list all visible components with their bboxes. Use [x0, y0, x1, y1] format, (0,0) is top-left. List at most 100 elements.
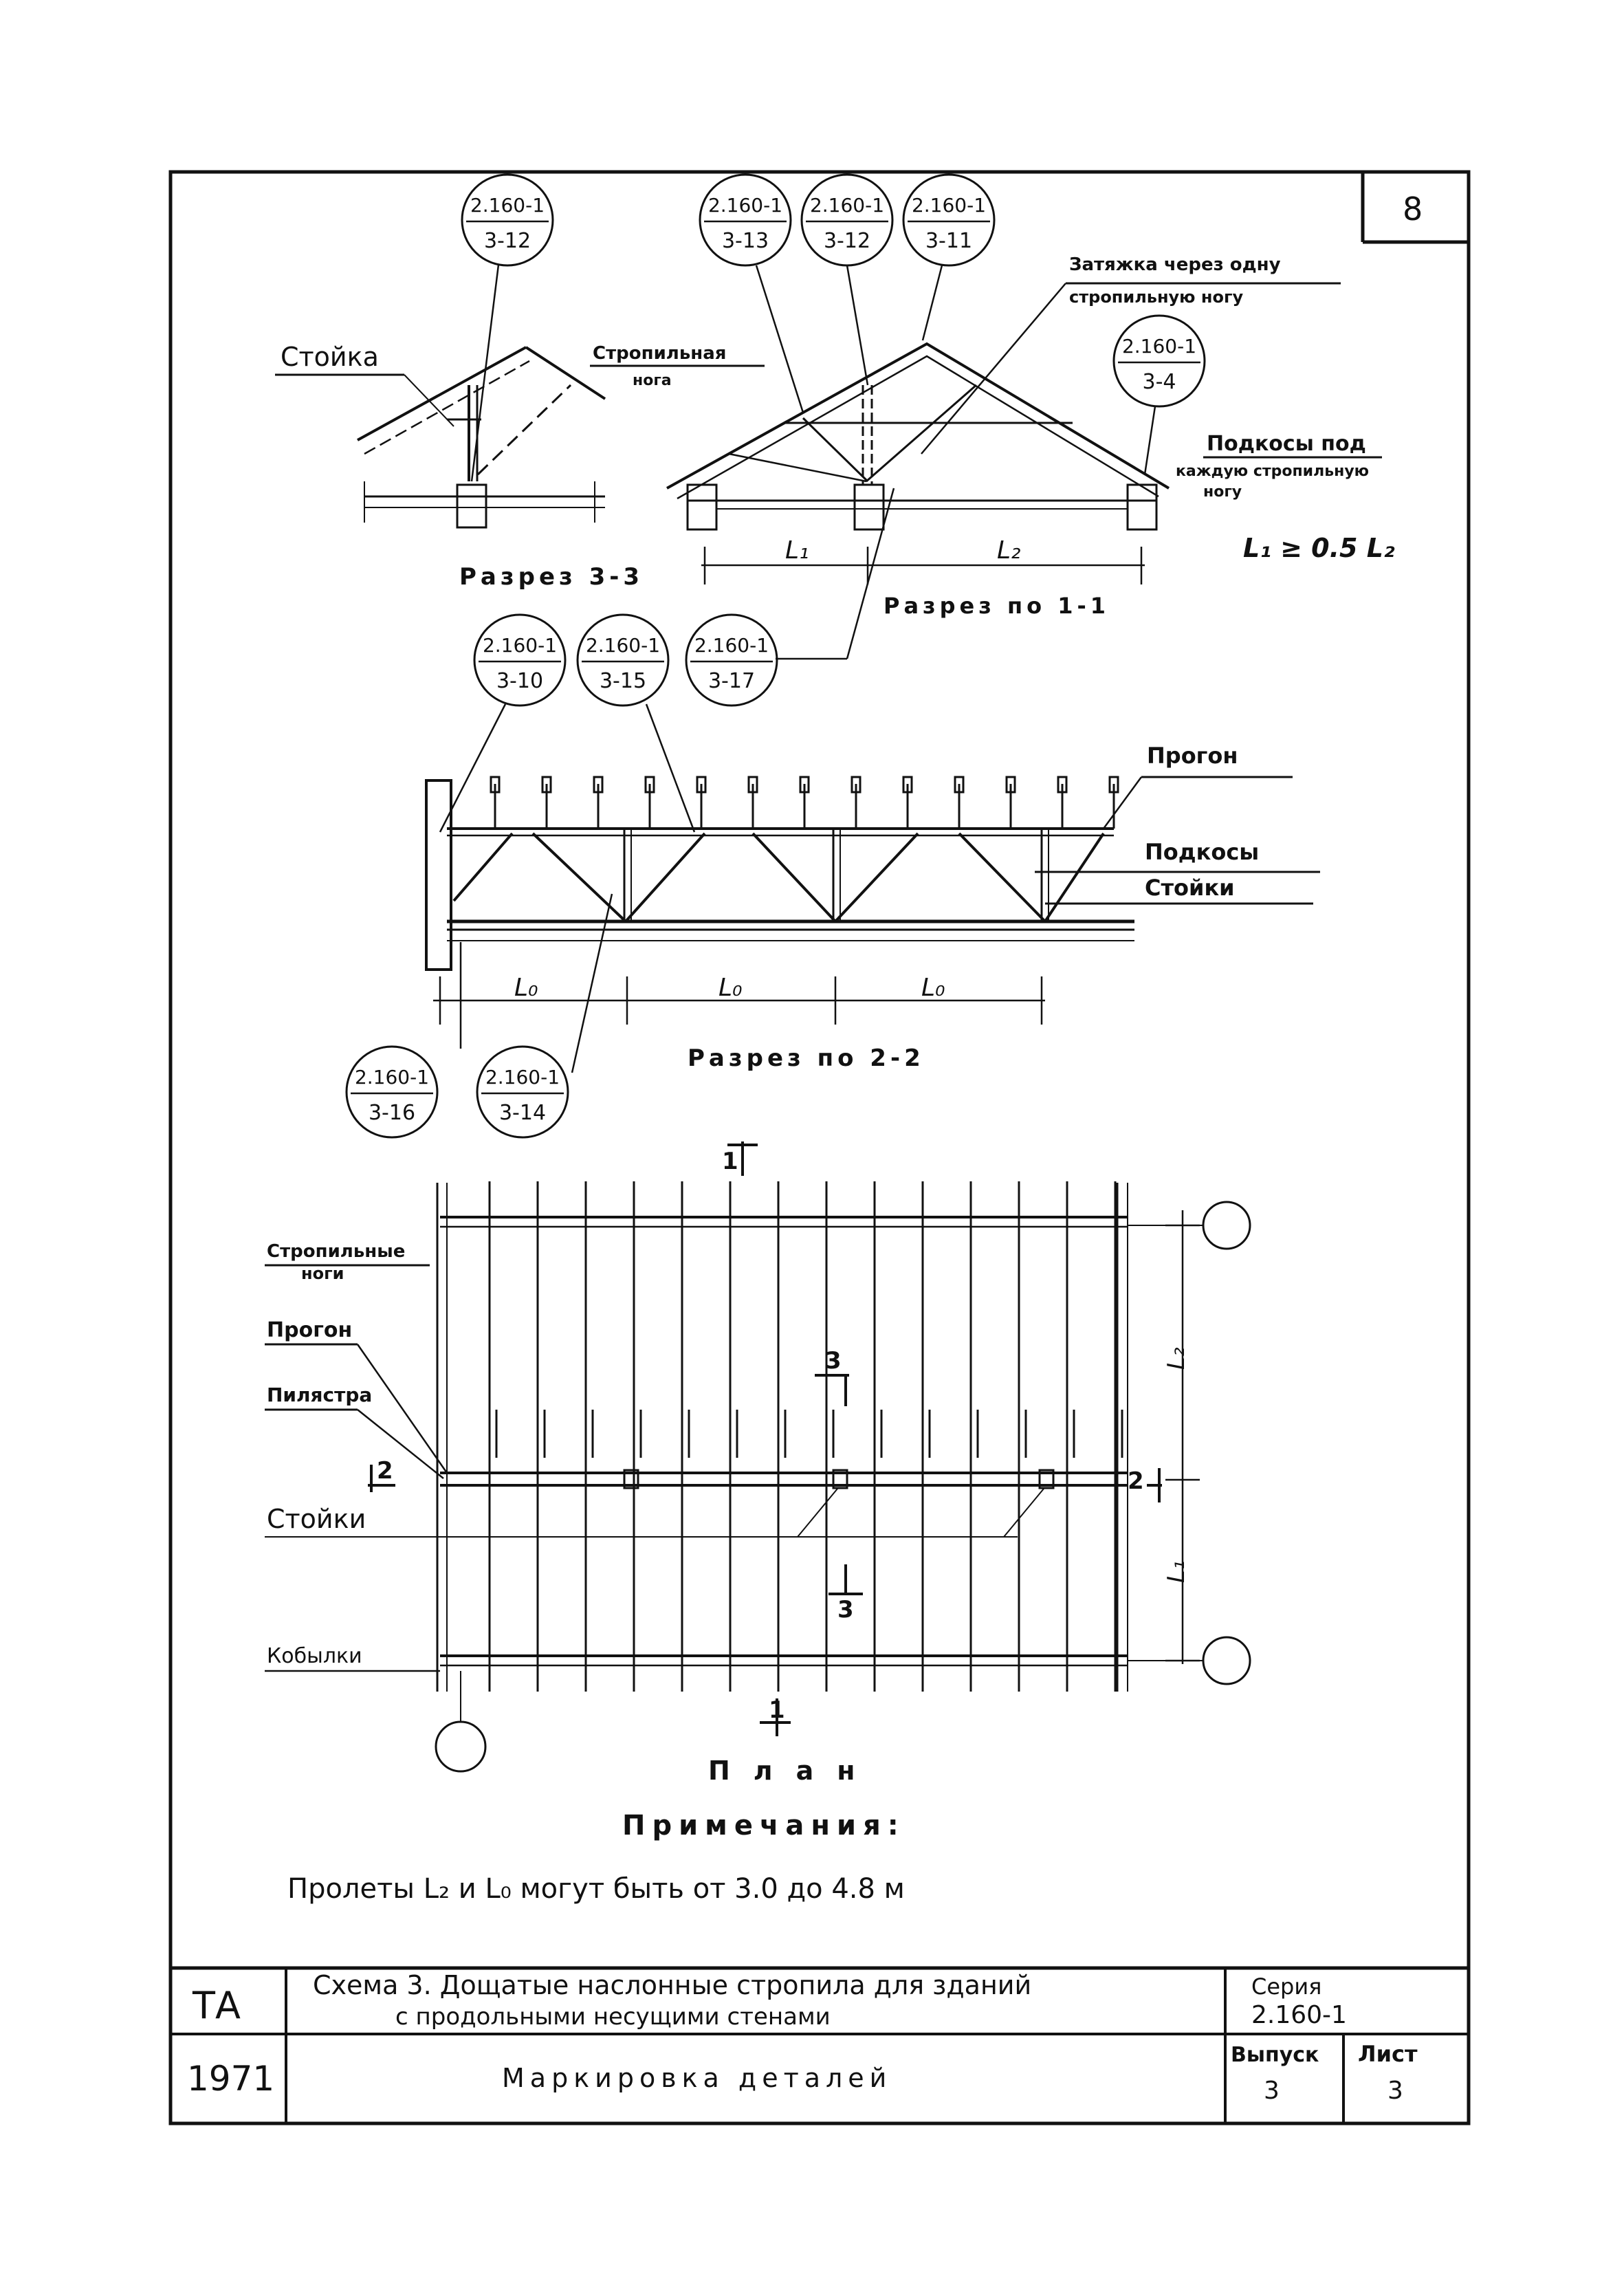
notes-text: Пролеты L₂ и L₀ могут быть от 3.0 до 4.8… [287, 1873, 905, 1905]
cut-label: 3 [837, 1596, 854, 1623]
series-value: 2.160-1 [1251, 2001, 1347, 2029]
axis-circle-bottom-left [435, 1720, 487, 1773]
formula: L₁ ≥ 0.5 L₂ [1243, 533, 1395, 563]
cut-mark-3-top: 3 [815, 1347, 849, 1406]
callout-bottom: 3-11 [925, 229, 972, 253]
section-1-1-title: Разрез по 1-1 [884, 593, 1110, 619]
rafter-ticks [490, 776, 1119, 829]
label-stropilnaya-2: нога [633, 372, 672, 389]
section-3-3-title: Разрез 3-3 [459, 563, 644, 591]
label-podkosy-1: Подкосы под [1207, 432, 1366, 456]
callout-top: 2.160-1 [355, 1066, 429, 1089]
cut-label: 2 [377, 1457, 393, 1485]
strut-2 [866, 384, 977, 483]
plan-label-stropilnye-2: ноги [301, 1264, 344, 1283]
title-subtitle: Маркировка деталей [502, 2063, 892, 2093]
cut-mark-1-top: 1 [722, 1141, 758, 1176]
callout-3-14: 2.160-1 3-14 [476, 1045, 569, 1139]
cut-label: 3 [825, 1347, 842, 1375]
callout-bottom: 3-4 [1143, 370, 1176, 394]
callout-bottom: 3-14 [499, 1101, 546, 1125]
notes-title: Примечания: [622, 1810, 906, 1841]
callout-top: 2.160-1 [810, 194, 884, 217]
title-year: 1971 [187, 2059, 274, 2099]
strut-1 [802, 417, 869, 483]
rafter-end-cap [593, 776, 604, 794]
callout-top: 2.160-1 [912, 194, 986, 217]
title-org: ТА [192, 1984, 241, 2027]
rafter-left [357, 346, 527, 441]
wall-right [1126, 483, 1158, 531]
section-1-1: 2.160-1 3-13 2.160-1 3-12 2.160-1 3-11 2… [666, 173, 1395, 619]
leader [470, 264, 500, 482]
dim-l2: L₂ [997, 536, 1021, 565]
rafter-end-cap [644, 776, 655, 794]
rafter-left-2 [364, 360, 530, 455]
label-podkosy-3: ногу [1203, 483, 1242, 501]
dim-l0-1: L₀ [514, 974, 538, 1002]
sheet-number: 8 [1403, 190, 1423, 228]
plan-label-progon: Прогон [267, 1318, 352, 1342]
rafter-end-cap [696, 776, 707, 794]
rafter-right-2 [476, 384, 572, 476]
section-2-2-title: Разрез по 2-2 [688, 1045, 925, 1072]
rafter-end-cap [1057, 776, 1068, 794]
label-stropilnaya-1: Стропильная [593, 343, 727, 364]
callout-3-11: 2.160-1 3-11 [902, 173, 996, 267]
callout-bottom: 3-10 [496, 669, 543, 693]
callout-top: 2.160-1 [485, 1066, 560, 1089]
wall-mid [853, 483, 885, 531]
rafter-end-cap [851, 776, 862, 794]
dim-l1: L₁ [785, 536, 809, 565]
callout-bottom: 3-12 [824, 229, 870, 253]
rafter-end-cap [799, 776, 810, 794]
callout-3-12-b: 2.160-1 3-12 [800, 173, 894, 267]
callout-bottom: 3-16 [369, 1101, 415, 1125]
label-podkosy-2: каждую стропильную [1176, 463, 1369, 480]
label-progon: Прогон [1147, 743, 1238, 769]
cut-label: 1 [722, 1148, 738, 1175]
cut-mark-1-bottom: 1 [760, 1696, 791, 1736]
section-2-2: 2.160-1 3-10 2.160-1 3-15 2.160-1 3-17 2… [345, 488, 1320, 1139]
callout-top: 2.160-1 [1122, 335, 1196, 358]
callout-3-17: 2.160-1 3-17 [685, 613, 778, 707]
rafter-right [525, 346, 606, 400]
callout-bottom: 3-12 [484, 229, 531, 253]
callout-3-12-a: 2.160-1 3-12 [461, 173, 554, 267]
cut-mark-2-right: 2 [1128, 1467, 1162, 1502]
rafter-end-cap [902, 776, 913, 794]
label-stoyki-2-2: Стойки [1145, 875, 1235, 901]
rafter-end-cap [490, 776, 501, 794]
title-line-2: с продольными несущими стенами [395, 2003, 831, 2031]
strut-3 [728, 452, 867, 483]
label-podkosy-2-2: Подкосы [1145, 839, 1259, 865]
callout-top: 2.160-1 [708, 194, 782, 217]
rafter-end-cap [541, 776, 552, 794]
rafter-end-cap [1108, 776, 1119, 794]
cut-mark-2-left: 2 [368, 1457, 395, 1492]
callout-3-10: 2.160-1 3-10 [473, 613, 567, 707]
callout-bottom: 3-13 [722, 229, 769, 253]
plan-label-stropilnye-1: Стропильные [267, 1241, 405, 1262]
plan-label-pilyastra: Пилястра [267, 1384, 372, 1406]
plan: L₂ L₁ 1 1 2 2 3 [265, 1141, 1251, 1786]
sheet-value: 3 [1387, 2077, 1403, 2105]
label-zatyazhka-1: Затяжка через одну [1069, 254, 1281, 275]
callout-3-15: 2.160-1 3-15 [576, 613, 670, 707]
wall-left [686, 483, 718, 531]
dim-l0-2: L₀ [718, 974, 743, 1002]
callout-bottom: 3-17 [708, 669, 755, 693]
wall-3-3 [456, 483, 487, 529]
title-line-1: Схема 3. Дощатые наслонные стропила для … [313, 1970, 1031, 2000]
posts-2-2 [623, 829, 1049, 921]
callout-3-4: 2.160-1 3-4 [1112, 314, 1206, 408]
rafter-end-cap [1005, 776, 1016, 794]
plan-label-kobylki: Кобылки [267, 1644, 362, 1668]
callout-top: 2.160-1 [694, 634, 769, 657]
callout-3-13: 2.160-1 3-13 [699, 173, 792, 267]
label-stoyka: Стойка [281, 342, 379, 372]
issue-value: 3 [1264, 2077, 1280, 2105]
issue-label: Выпуск [1231, 2043, 1319, 2067]
section-3-3: 2.160-1 3-12 Стойка Стропильная нога Раз… [275, 173, 765, 591]
series-label: Серия [1251, 1974, 1321, 2000]
